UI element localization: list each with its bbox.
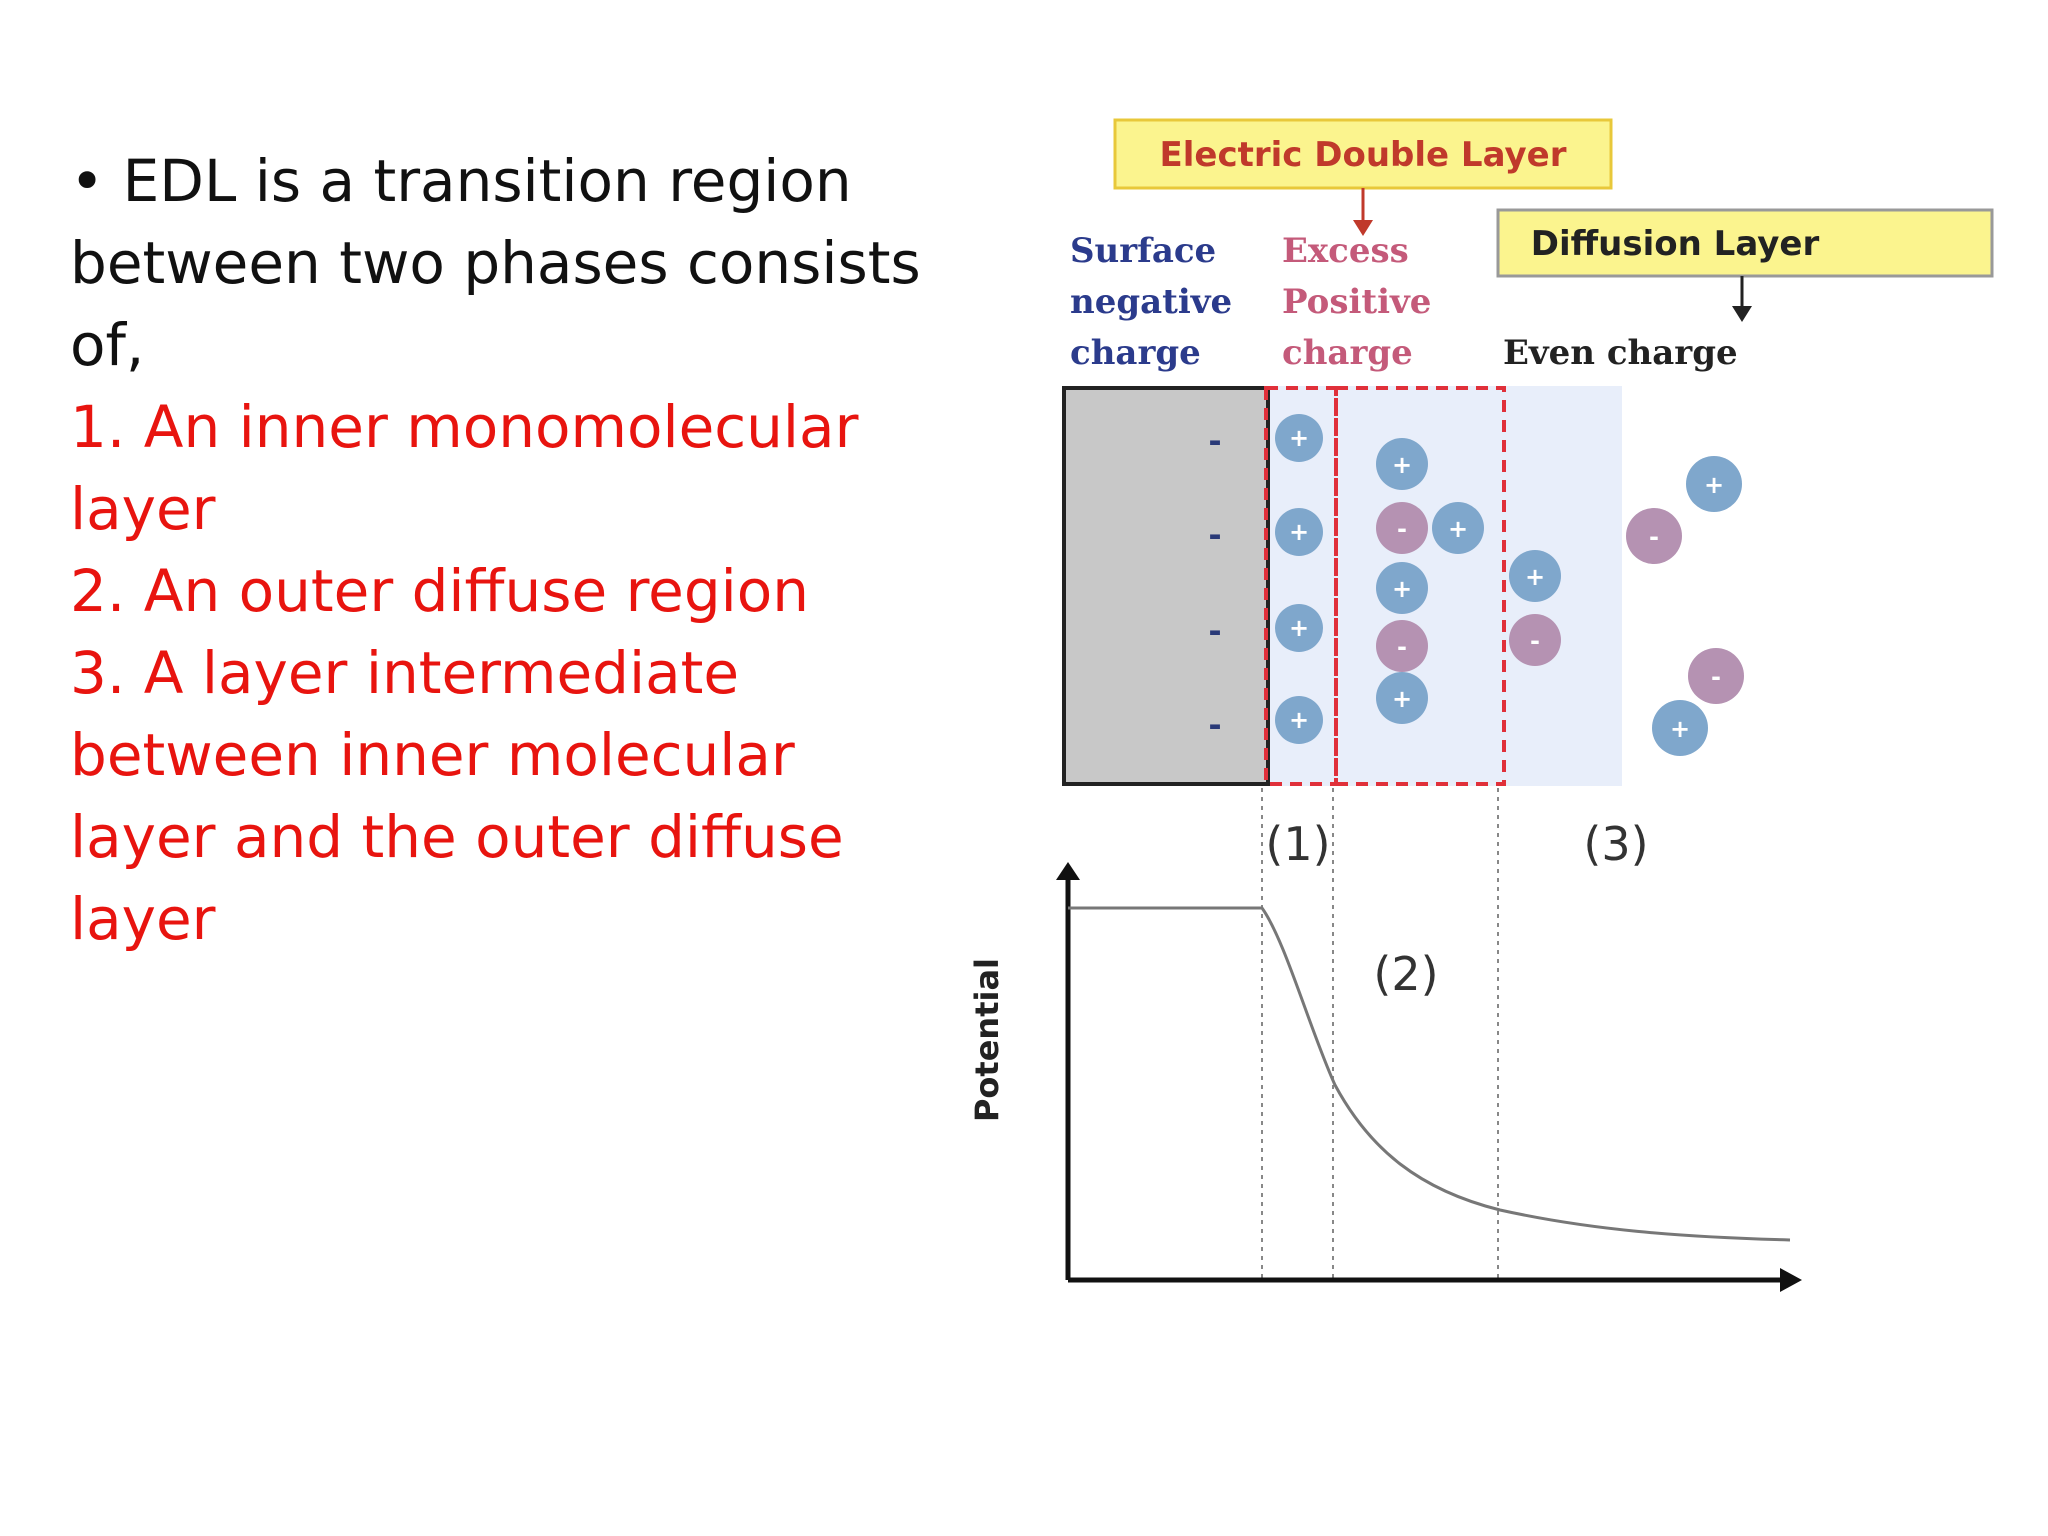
cation-ion bbox=[1275, 696, 1323, 744]
surface-label-line1: Surface bbox=[1070, 231, 1216, 271]
diffusion-label: Diffusion Layer bbox=[1531, 224, 1820, 264]
cation-sign: + bbox=[1289, 518, 1309, 546]
intermediate-ions: + - + + - + bbox=[1376, 438, 1484, 724]
cation-sign: + bbox=[1392, 451, 1412, 479]
intro-text: • EDL is a transition region between two… bbox=[70, 147, 921, 379]
electrode bbox=[1062, 386, 1270, 786]
cation-ion bbox=[1686, 456, 1742, 512]
potential-curve bbox=[1068, 906, 1791, 1242]
cation-ion bbox=[1652, 700, 1708, 756]
y-axis-arrowhead bbox=[1056, 862, 1080, 880]
anion-sign: - bbox=[1397, 633, 1407, 661]
anion-ion bbox=[1626, 508, 1682, 564]
cation-ion bbox=[1376, 562, 1428, 614]
surface-charge-3: - bbox=[1208, 612, 1221, 650]
anion-ion bbox=[1509, 614, 1561, 666]
cation-ion bbox=[1509, 550, 1561, 602]
anion-sign: - bbox=[1649, 523, 1659, 551]
list-item-2: 2. An outer diffuse region bbox=[70, 557, 810, 625]
excess-label-line3: charge bbox=[1282, 333, 1413, 373]
cation-sign: + bbox=[1289, 706, 1309, 734]
cation-ion bbox=[1376, 672, 1428, 724]
anion-ion bbox=[1376, 620, 1428, 672]
excess-label-group: Excess Positive charge bbox=[1282, 231, 1431, 373]
list-item-1: 1. An inner monomolecular layer bbox=[70, 393, 859, 543]
cation-ion bbox=[1275, 414, 1323, 462]
cation-sign: + bbox=[1392, 575, 1412, 603]
surface-label-line3: charge bbox=[1070, 333, 1201, 373]
surface-label-line2: negative bbox=[1070, 282, 1232, 322]
cation-ion bbox=[1432, 502, 1484, 554]
list-item-3: 3. A layer intermediate between inner mo… bbox=[70, 639, 844, 953]
edl-label: Electric Double Layer bbox=[1160, 135, 1567, 175]
text-block: • EDL is a transition region between two… bbox=[70, 140, 930, 960]
diffusion-label-box bbox=[1496, 208, 1994, 278]
excess-label-line2: Positive bbox=[1282, 282, 1431, 322]
cation-ion bbox=[1275, 508, 1323, 556]
cation-ion bbox=[1376, 438, 1428, 490]
diffusion-arrowhead bbox=[1732, 306, 1752, 322]
surface-charge-2: - bbox=[1208, 516, 1221, 554]
x-axis-arrowhead bbox=[1780, 1268, 1802, 1292]
cation-sign: + bbox=[1289, 424, 1309, 452]
cation-ion bbox=[1275, 604, 1323, 652]
anion-ion bbox=[1376, 502, 1428, 554]
anion-ion bbox=[1688, 648, 1744, 704]
excess-label-line1: Excess bbox=[1282, 231, 1409, 271]
cation-sign: + bbox=[1525, 563, 1545, 591]
region-label-3: (3) bbox=[1583, 817, 1648, 871]
even-charge-label: Even charge bbox=[1503, 333, 1738, 373]
cation-sign: + bbox=[1448, 515, 1468, 543]
surface-charge-4: - bbox=[1208, 706, 1221, 744]
edl-figure: Electric Double Layer Diffusion Layer Su… bbox=[940, 80, 2000, 1340]
cation-sign: + bbox=[1704, 471, 1724, 499]
y-axis-label: Potential bbox=[968, 958, 1006, 1122]
region-label-1: (1) bbox=[1265, 817, 1330, 871]
anion-sign: - bbox=[1397, 515, 1407, 543]
edl-label-box bbox=[1113, 118, 1613, 190]
cation-sign: + bbox=[1670, 715, 1690, 743]
surface-charge-1: - bbox=[1208, 422, 1221, 460]
cation-sign: + bbox=[1289, 614, 1309, 642]
edl-diagram: Electric Double Layer Diffusion Layer Su… bbox=[968, 118, 1994, 1292]
anion-sign: - bbox=[1711, 663, 1721, 691]
surface-label-group: Surface negative charge bbox=[1070, 231, 1232, 373]
region-label-2: (2) bbox=[1373, 947, 1438, 1001]
inner-cations: + + + + bbox=[1275, 414, 1323, 744]
diffuse-ions: + - + - - + bbox=[1509, 456, 1744, 756]
cation-sign: + bbox=[1392, 685, 1412, 713]
intermediate-layer-box bbox=[1334, 386, 1506, 786]
anion-sign: - bbox=[1530, 627, 1540, 655]
edl-arrowhead bbox=[1353, 220, 1373, 236]
